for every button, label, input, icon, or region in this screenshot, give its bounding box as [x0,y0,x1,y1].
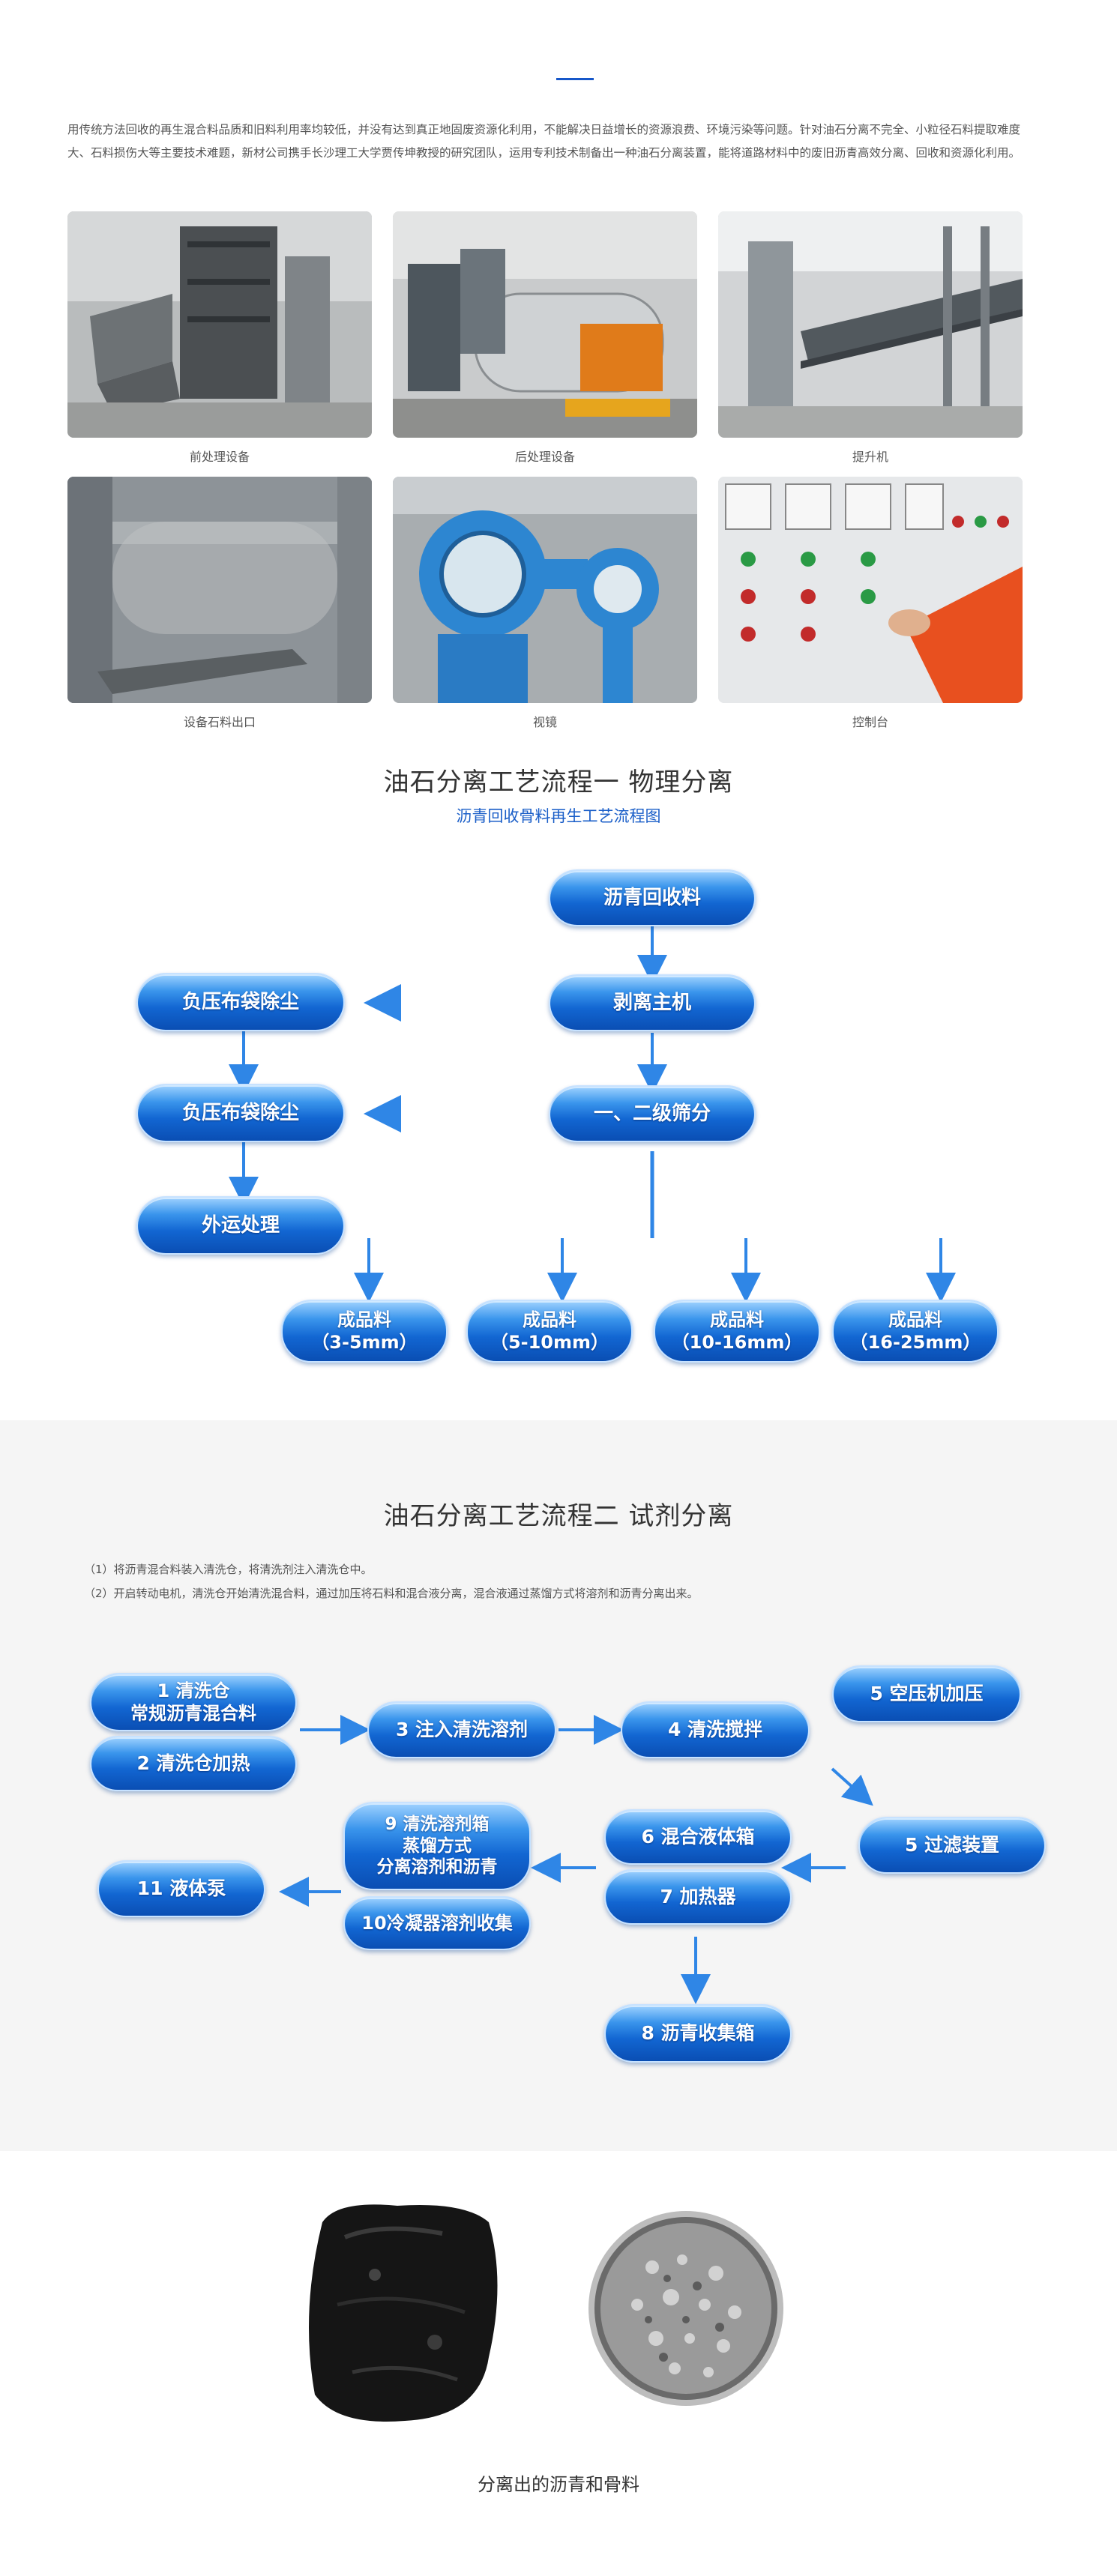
flow-node-stripping-machine: 剥离主机 [549,974,756,1031]
section-accent-line [556,78,594,80]
flow-node-product-10-16mm: 成品料 （10-16mm） [654,1300,820,1363]
flow-node-product-5-10mm: 成品料 （5-10mm） [466,1300,633,1363]
sight-glass-photo [393,477,697,703]
flow2-node-solvent-tank: 9 清洗溶剂箱 蒸馏方式 分离溶剂和沥青 [343,1802,531,1890]
separated-products-caption: 分离出的沥青和骨料 [478,2474,639,2495]
elevator-conveyor-photo [718,211,1023,438]
flow2-node-wash-tank: 1 清洗仓 常规沥青混合料 [90,1673,297,1731]
asphalt-chunk-image [309,2204,498,2422]
gallery-caption-3: 提升机 [852,450,888,464]
intro-paragraph: 用传统方法回收的再生混合料品质和旧料利用率均较低，并没有达到真正地固废资源化利用… [67,123,1021,160]
flow-node-product-3-5mm: 成品料 （3-5mm） [281,1300,448,1363]
gallery-caption-4: 设备石料出口 [183,715,256,729]
stone-outlet-photo [67,477,372,703]
flow-node-dust-removal-1: 负压布袋除尘 [136,973,345,1031]
process2-title: 油石分离工艺流程二 试剂分离 [383,1501,734,1531]
process1-title: 油石分离工艺流程一 物理分离 [383,767,734,797]
flow-node-transport: 外运处理 [136,1196,345,1255]
aggregate-dish-image [588,2211,783,2406]
flow-node-screening: 一、二级筛分 [549,1085,756,1142]
flow2-node-inject-solvent: 3 注入清洗溶剂 [367,1701,556,1758]
process2-step-2: （2）开启转动电机，清洗仓开始清洗混合料，通过加压将石料和混合液分离，混合液通过… [84,1587,699,1600]
flow2-node-heater: 7 加热器 [604,1869,792,1925]
gallery-caption-2: 后处理设备 [514,450,575,464]
flow2-node-filter-device: 5 过滤装置 [858,1817,1046,1874]
flow2-node-asphalt-collection: 8 沥青收集箱 [604,2004,792,2063]
process2-arrows [279,1715,873,2004]
post-treatment-equipment-photo [393,211,697,438]
process2-step-1: （1）将沥青混合料装入清洗仓，将清洗剂注入清洗仓中。 [84,1563,373,1576]
flow-node-dust-removal-2: 负压布袋除尘 [136,1084,345,1142]
control-panel-photo [718,477,1023,703]
gallery-caption-6: 控制台 [852,715,888,729]
flow2-node-wash-stir: 4 清洗搅拌 [621,1701,810,1758]
flow2-node-tank-heating: 2 清洗仓加热 [90,1736,297,1791]
flow-node-recycled-asphalt: 沥青回收料 [549,869,756,926]
flow2-node-liquid-pump: 11 液体泵 [97,1860,265,1917]
flow2-node-air-compressor: 5 空压机加压 [832,1665,1021,1722]
process1-subtitle: 沥青回收骨料再生工艺流程图 [456,807,661,825]
pretreatment-equipment-photo [67,211,372,438]
flow-node-product-16-25mm: 成品料 （16-25mm） [832,1300,999,1363]
gallery-caption-5: 视镜 [532,715,557,729]
flow2-node-condenser: 10冷凝器溶剂收集 [343,1896,531,1950]
gallery-caption-1: 前处理设备 [189,450,250,464]
process1-arrows [229,923,956,1303]
flow2-node-mixed-liquid-tank: 6 混合液体箱 [604,1809,792,1865]
